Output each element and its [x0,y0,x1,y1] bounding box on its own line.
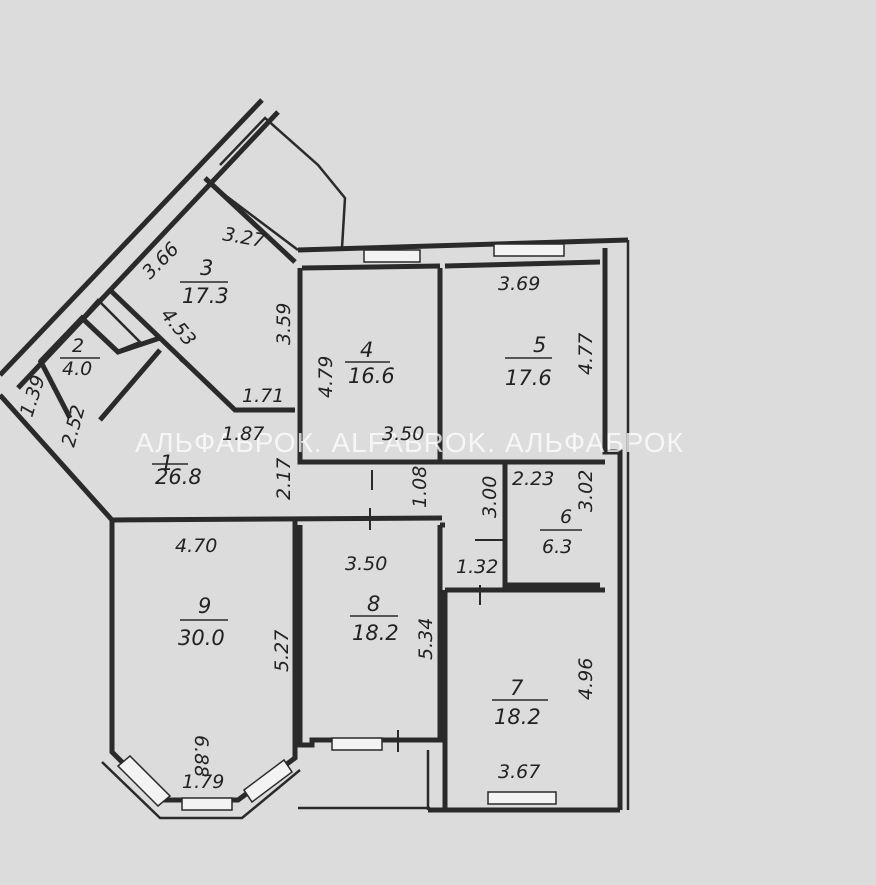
room-9-number: 9 [198,594,211,618]
window-room-7 [487,791,557,805]
room-labels: 1 26.8 2 4.0 3 17.3 4 16.6 5 17.6 6 6.3 … [62,256,572,729]
door-marks [179,359,505,752]
room-4-number: 4 [360,338,373,362]
room-6-area: 6.3 [542,536,572,558]
window-room-5 [493,243,565,257]
room-8-number: 8 [367,592,380,616]
window-room-9-right [242,758,294,804]
dim-1-32: 1.32 [456,556,498,578]
room-5-number: 5 [533,333,546,357]
dim-3-50-b: 3.50 [345,553,387,575]
dimension-labels: 3.66 3.27 4.53 3.59 1.71 1.39 2.52 1.87 … [16,223,597,793]
dim-1-79: 1.79 [182,771,224,793]
dim-1-08: 1.08 [409,466,431,508]
dim-4-70: 4.70 [175,535,217,557]
dim-3-67: 3.67 [498,761,540,783]
area-dividers [60,281,582,701]
window-room-9-left [116,754,172,808]
dim-5-27: 5.27 [271,630,293,672]
room-9-area: 30.0 [178,626,225,650]
window-room-8 [331,737,383,751]
room-1-area: 26.8 [155,465,202,489]
room-8-area: 18.2 [352,621,399,645]
dim-4-79: 4.79 [315,356,337,398]
dim-1-71: 1.71 [242,385,284,407]
room-3-number: 3 [200,256,213,280]
room-2-area: 4.0 [62,358,92,380]
room-7-number: 7 [510,676,524,700]
dim-1-87: 1.87 [222,423,264,445]
dim-3-00: 3.00 [479,476,501,518]
window-room-9 [181,797,233,811]
watermark: АЛЬФАБРОК. ALFABROK. АЛЬФАБРОК [135,427,684,458]
dim-3-69: 3.69 [498,273,540,295]
dim-3-50-a: 3.50 [382,423,424,445]
windows [116,243,565,811]
dim-2-23: 2.23 [512,468,554,490]
room-2-number: 2 [72,335,84,357]
walls [0,98,630,820]
room-6-number: 6 [560,506,572,528]
dim-4-96: 4.96 [575,658,597,700]
dim-4-77: 4.77 [575,333,597,375]
dim-6-88: 6.88 [190,735,212,777]
room-1-number: 1 [160,451,173,475]
room-7-area: 18.2 [494,705,541,729]
dim-5-34: 5.34 [415,618,437,660]
room-5-area: 17.6 [505,366,552,390]
dim-3-59: 3.59 [273,303,295,345]
room-3-area: 17.3 [182,284,229,308]
room-4-area: 16.6 [348,364,395,388]
dim-3-02: 3.02 [575,470,597,512]
dim-2-17: 2.17 [273,458,295,500]
window-room-4 [363,249,421,263]
